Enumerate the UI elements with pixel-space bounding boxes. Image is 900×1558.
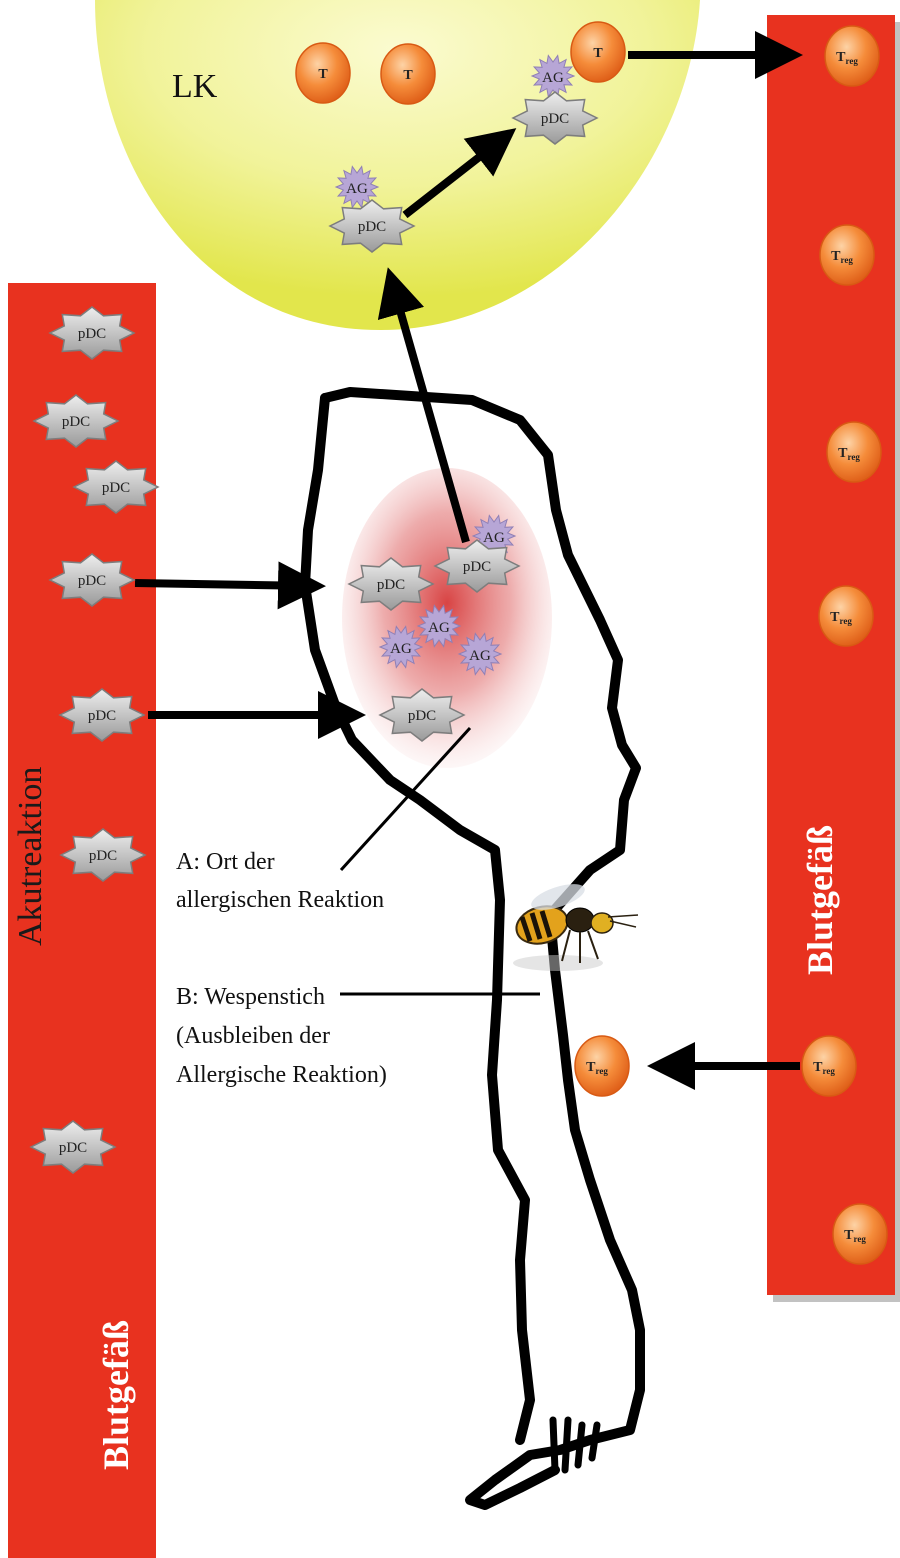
pdc-vessel-1: pDC [50,307,134,359]
pdc-vessel-3-label: pDC [102,480,130,496]
treg-vessel-4: Treg [819,586,873,646]
pdc-vessel-7: pDC [31,1121,115,1173]
right-vessel-label: Blutgefäß [800,825,840,975]
pdc-vessel-2-label: pDC [62,414,90,430]
pdc-vessel-4: pDC [50,554,134,606]
t-cell-3: T [571,22,625,82]
pdc-site-3-label: pDC [408,708,436,724]
antigen-site-3-label: AG [390,641,412,657]
treg-site-1: Treg [575,1036,629,1096]
pdc-vessel-7-label: pDC [59,1140,87,1156]
annotation-b-line3: Allergische Reaktion) [176,1062,387,1088]
pdc-vessel-6: pDC [61,829,145,881]
treg-vessel-3: Treg [827,422,881,482]
annotation-b: B: Wespenstich (Ausbleiben der Allergisc… [176,984,387,1088]
treg-vessel-5: Treg [802,1036,856,1096]
t-cell-1-label: T [318,67,328,82]
antigen-site-2-label: AG [428,620,450,636]
t-cell-3-label: T [593,46,603,61]
left-vessel-label: Blutgefäß [96,1320,136,1470]
t-cell-2-label: T [403,68,413,83]
pdc-site-2: pDC [349,558,433,610]
pdc-site-1: pDC [435,540,519,592]
wasp-icon [512,879,638,971]
t-cell-2: T [381,44,435,104]
pdc-lk-2: pDC [330,200,414,252]
annotation-b-line2: (Ausbleiben der [176,1023,330,1049]
antigen-lk-1-label: AG [542,70,564,86]
antigen-lk-2-label: AG [346,181,368,197]
arrow-pdc-migration-1 [135,583,318,586]
pdc-site-2-label: pDC [377,577,405,593]
pdc-vessel-1-label: pDC [78,326,106,342]
antigen-site-4-label: AG [469,648,491,664]
treg-vessel-2: Treg [820,225,874,285]
pdc-vessel-5: pDC [60,689,144,741]
annotation-a-line2: allergischen Reaktion [176,887,384,913]
right-blood-vessel [767,15,895,1295]
lymph-node-label: LK [172,68,218,105]
pdc-vessel-3: pDC [74,461,158,513]
pdc-vessel-2: pDC [34,395,118,447]
pdc-site-3: pDC [380,689,464,741]
treg-vessel-6: Treg [833,1204,887,1264]
pdc-lk-1: pDC [513,92,597,144]
pdc-vessel-4-label: pDC [78,573,106,589]
acute-reaction-label: Akutreaktion [12,767,49,946]
t-cell-1: T [296,43,350,103]
pdc-vessel-5-label: pDC [88,708,116,724]
antigen-site-1-label: AG [483,530,505,546]
pdc-vessel-6-label: pDC [89,848,117,864]
pdc-lk-2-label: pDC [358,219,386,235]
annotation-a-line1: A: Ort der [176,849,275,875]
pdc-lk-1-label: pDC [541,111,569,127]
annotation-b-line1: B: Wespenstich [176,984,325,1010]
treg-vessel-1: Treg [825,26,879,86]
pdc-site-1-label: pDC [463,559,491,575]
